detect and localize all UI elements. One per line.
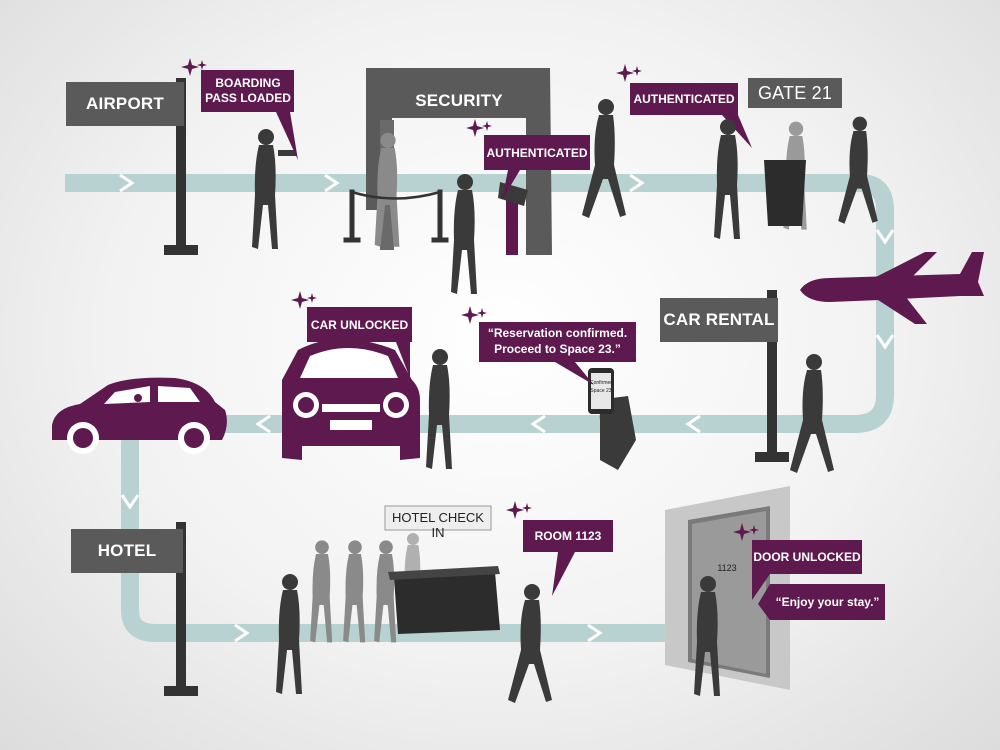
enjoy-stay-label: “Enjoy your stay.” bbox=[770, 595, 885, 610]
gate-sign-label: GATE 21 bbox=[748, 83, 842, 104]
sparkle-icon bbox=[616, 64, 642, 82]
security-sign-label: SECURITY bbox=[392, 91, 526, 111]
phone-text-line1: Confirmed bbox=[590, 380, 612, 386]
authenticated-gate-label: AUTHENTICATED bbox=[630, 92, 738, 107]
sparkle-icon bbox=[506, 501, 532, 519]
airport-sign-label: AIRPORT bbox=[66, 94, 184, 114]
car-unlocked-label: CAR UNLOCKED bbox=[307, 318, 412, 333]
walking-traveler-silhouette bbox=[838, 117, 878, 224]
authenticated-security-label: AUTHENTICATED bbox=[484, 146, 590, 161]
boarding-pass-label: BOARDING PASS LOADED bbox=[203, 76, 293, 106]
traveler-rental-silhouette bbox=[790, 354, 834, 473]
walking-traveler-silhouette bbox=[508, 584, 552, 703]
traveler-hotel-silhouette bbox=[276, 574, 302, 694]
sparkle-icon bbox=[461, 306, 487, 324]
hotel-check-in-label: HOTEL CHECK IN bbox=[385, 510, 491, 540]
hotel-sign-label: HOTEL bbox=[71, 541, 183, 561]
door-number-label: 1123 bbox=[712, 563, 742, 573]
gate-podium bbox=[764, 160, 806, 226]
traveler-car-silhouette bbox=[426, 349, 452, 469]
reservation-line1-label: “Reservation confirmed. bbox=[479, 326, 636, 341]
car-rental-sign-label: CAR RENTAL bbox=[660, 310, 778, 330]
door-unlocked-label: DOOR UNLOCKED bbox=[752, 550, 862, 565]
sparkle-icon bbox=[466, 119, 492, 137]
hotel-check-in-desk bbox=[388, 566, 500, 634]
traveler-gate-silhouette bbox=[714, 119, 740, 239]
room-label: ROOM 1123 bbox=[523, 529, 613, 544]
sparkle-icon bbox=[291, 291, 317, 309]
reservation-line2-label: Proceed to Space 23.” bbox=[479, 342, 636, 357]
security-kiosk bbox=[498, 182, 528, 255]
front-view-car bbox=[282, 339, 420, 460]
phone-text-line2: Space 23 bbox=[590, 388, 612, 394]
side-view-car bbox=[52, 378, 227, 454]
